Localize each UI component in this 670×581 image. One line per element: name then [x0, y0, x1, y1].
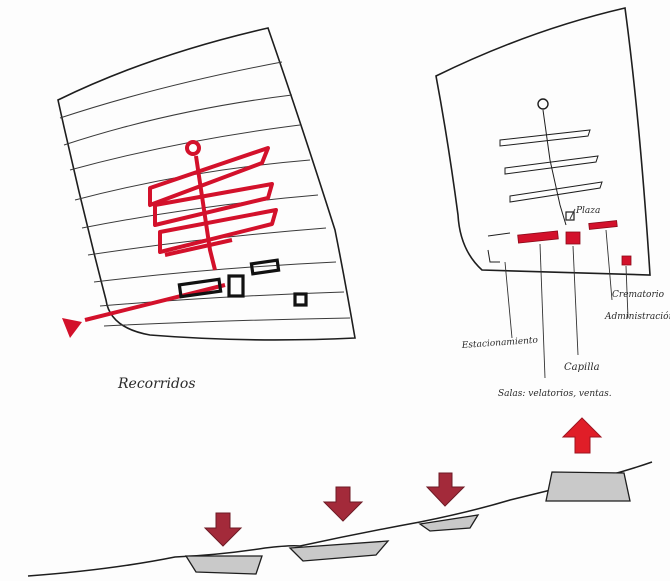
left-red-arrowhead — [62, 318, 82, 338]
down-arrow-1 — [205, 513, 241, 546]
section-volumes — [186, 472, 630, 574]
left-building-blocks — [179, 260, 306, 305]
label-administracion: Administración — [604, 311, 670, 322]
up-arrow — [563, 418, 601, 453]
right-labels: Plaza Crematorio Administración Estacion… — [461, 206, 670, 399]
terrain-section — [28, 418, 652, 576]
left-caption: Recorridos — [117, 376, 196, 392]
down-arrows — [205, 473, 464, 546]
down-arrow-3 — [427, 473, 464, 506]
right-node-circle — [538, 99, 548, 109]
label-capilla: Capilla — [564, 362, 600, 373]
label-crematorio: Crematorio — [612, 290, 665, 300]
label-plaza: Plaza — [575, 206, 600, 216]
left-site-plan: Recorridos — [58, 28, 355, 392]
down-arrow-2 — [324, 487, 362, 521]
right-site-plan: Plaza Crematorio Administración Estacion… — [436, 8, 670, 399]
label-estacionamiento: Estacionamiento — [461, 336, 539, 351]
right-red-volumes — [518, 221, 631, 265]
label-salas: Salas: velatorios, ventas. — [498, 389, 612, 399]
